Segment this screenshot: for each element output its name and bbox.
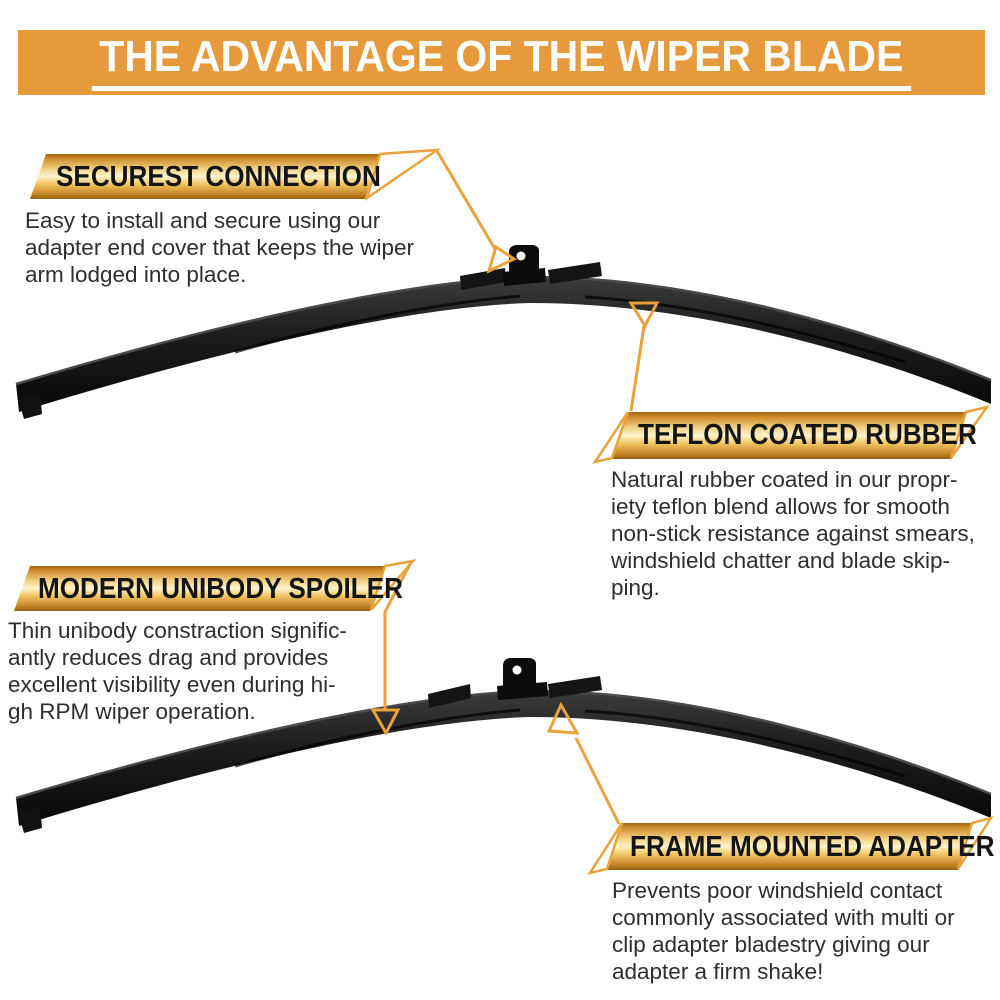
callout-frame-mounted-adapter <box>546 701 621 825</box>
spoiler-shoulder-left <box>428 684 471 708</box>
feature-description-modern-unibody-spoiler: Thin unibody constraction signific- antl… <box>8 618 347 724</box>
blade-body <box>16 691 991 826</box>
adapter-hole <box>516 251 526 261</box>
ribbon-shape <box>606 823 972 870</box>
ribbon-fold-icon <box>592 411 630 464</box>
spoiler-shoulder-right <box>548 676 602 698</box>
spoiler-shoulder-left <box>460 268 506 290</box>
wiper-blade-top <box>15 245 992 419</box>
callout-modern-unibody-spoiler <box>370 563 412 737</box>
adapter-mount-tab <box>503 658 536 694</box>
arrowhead-icon <box>370 708 401 737</box>
blade-end-cap-left <box>18 392 42 419</box>
callout-line <box>629 325 646 412</box>
feature-title-frame-mounted-adapter: FRAME MOUNTED ADAPTER <box>630 831 995 863</box>
blade-end-cap-left <box>18 806 42 833</box>
header-banner: THE ADVANTAGE OF THE WIPER BLADE <box>18 30 985 95</box>
blade-body <box>16 277 991 412</box>
feature-title-modern-unibody-spoiler: MODERN UNIBODY SPOILER <box>38 573 403 605</box>
feature-description-securest-connection: Easy to install and secure using our ada… <box>25 208 414 287</box>
ribbon-fold-icon <box>949 405 990 459</box>
feature-banner-frame-mounted-adapter <box>587 815 994 875</box>
feature-title-teflon-coated-rubber: TEFLON COATED RUBBER <box>638 419 977 451</box>
feature-description-teflon-coated-rubber: Natural rubber coated in our propr- iety… <box>611 467 975 600</box>
ribbon-shape <box>612 412 966 459</box>
callout-securest-connection <box>435 150 518 274</box>
ribbon-shape <box>30 154 380 199</box>
callout-line <box>383 563 412 710</box>
feature-banner-modern-unibody-spoiler <box>14 559 417 611</box>
callout-line <box>574 737 621 825</box>
blade-groove-right <box>584 709 906 778</box>
ribbon-fold-icon <box>587 822 624 875</box>
blade-groove-left <box>234 294 521 354</box>
spoiler-shoulder-right <box>548 262 602 284</box>
feature-title-securest-connection: SECUREST CONNECTION <box>56 161 381 193</box>
ribbon-shape <box>14 566 385 611</box>
page-title: THE ADVANTAGE OF THE WIPER BLADE <box>92 34 911 91</box>
adapter-mount-tab <box>509 245 539 280</box>
adapter-hole <box>512 665 522 675</box>
feature-banner-securest-connection <box>30 148 442 202</box>
blade-groove-right <box>584 295 906 364</box>
ribbon-fold-icon <box>956 815 994 870</box>
arrowhead-icon <box>546 701 580 735</box>
arrowhead-icon <box>628 301 660 330</box>
ribbon-fold-icon <box>364 148 442 202</box>
arrowhead-icon <box>486 244 518 274</box>
feature-banner-teflon-coated-rubber <box>592 405 990 464</box>
callout-line <box>435 150 497 250</box>
ribbon-fold-icon <box>369 559 417 611</box>
feature-description-frame-mounted-adapter: Prevents poor windshield contact commonl… <box>612 878 955 984</box>
callout-teflon-coated-rubber <box>628 301 660 412</box>
